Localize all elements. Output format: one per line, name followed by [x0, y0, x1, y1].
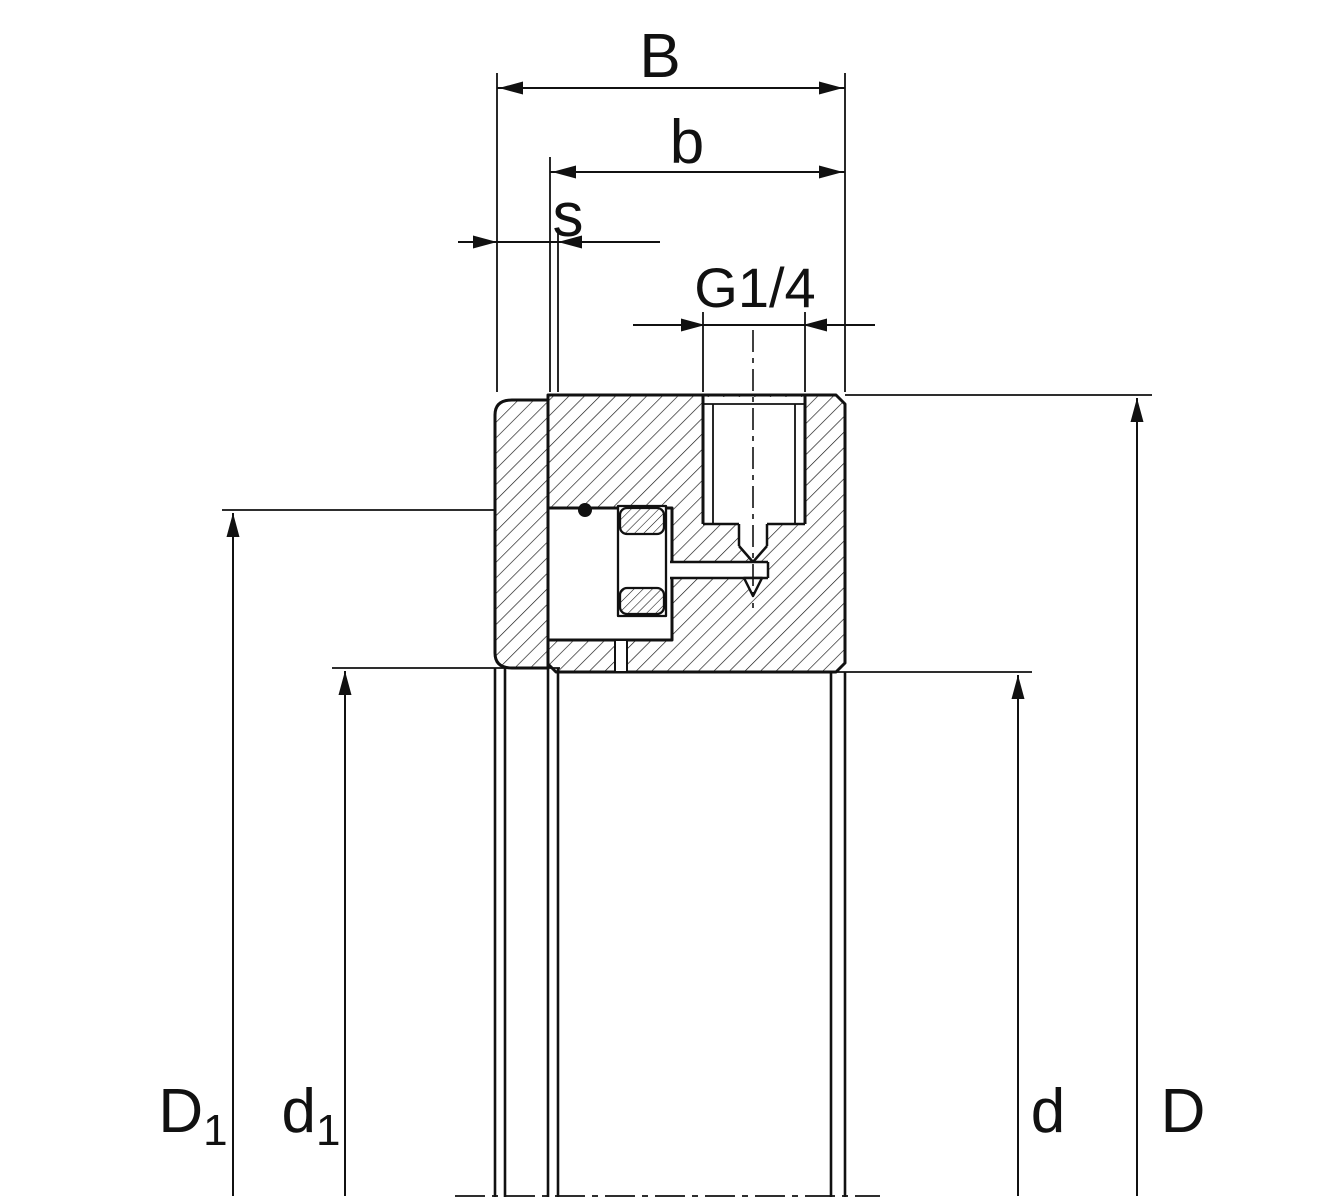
seal-upper: [618, 506, 666, 536]
label-width-b: b: [669, 108, 705, 177]
bore-groove: [614, 641, 628, 672]
label-width-B: B: [639, 22, 681, 91]
seal-cartridge: [616, 504, 668, 618]
diameter-surface-lines: [493, 668, 847, 1197]
o-ring-seal: [578, 503, 592, 517]
dimension-lines: [232, 87, 1138, 1196]
part-sections: [493, 330, 847, 674]
g-port-bore: [670, 330, 807, 608]
cover-section: [493, 398, 550, 670]
label-dia-D: D: [1160, 1077, 1206, 1146]
label-dia-d1: d1: [281, 1077, 341, 1155]
dimension-arrowheads: [226, 81, 1144, 699]
label-offset-s: s: [552, 181, 584, 250]
seal-lower: [618, 586, 666, 616]
dimension-extension-lines: [222, 73, 1152, 673]
label-dia-d: d: [1030, 1077, 1066, 1146]
label-port-thread: G1/4: [694, 256, 816, 319]
label-dia-D1: D1: [158, 1077, 228, 1155]
